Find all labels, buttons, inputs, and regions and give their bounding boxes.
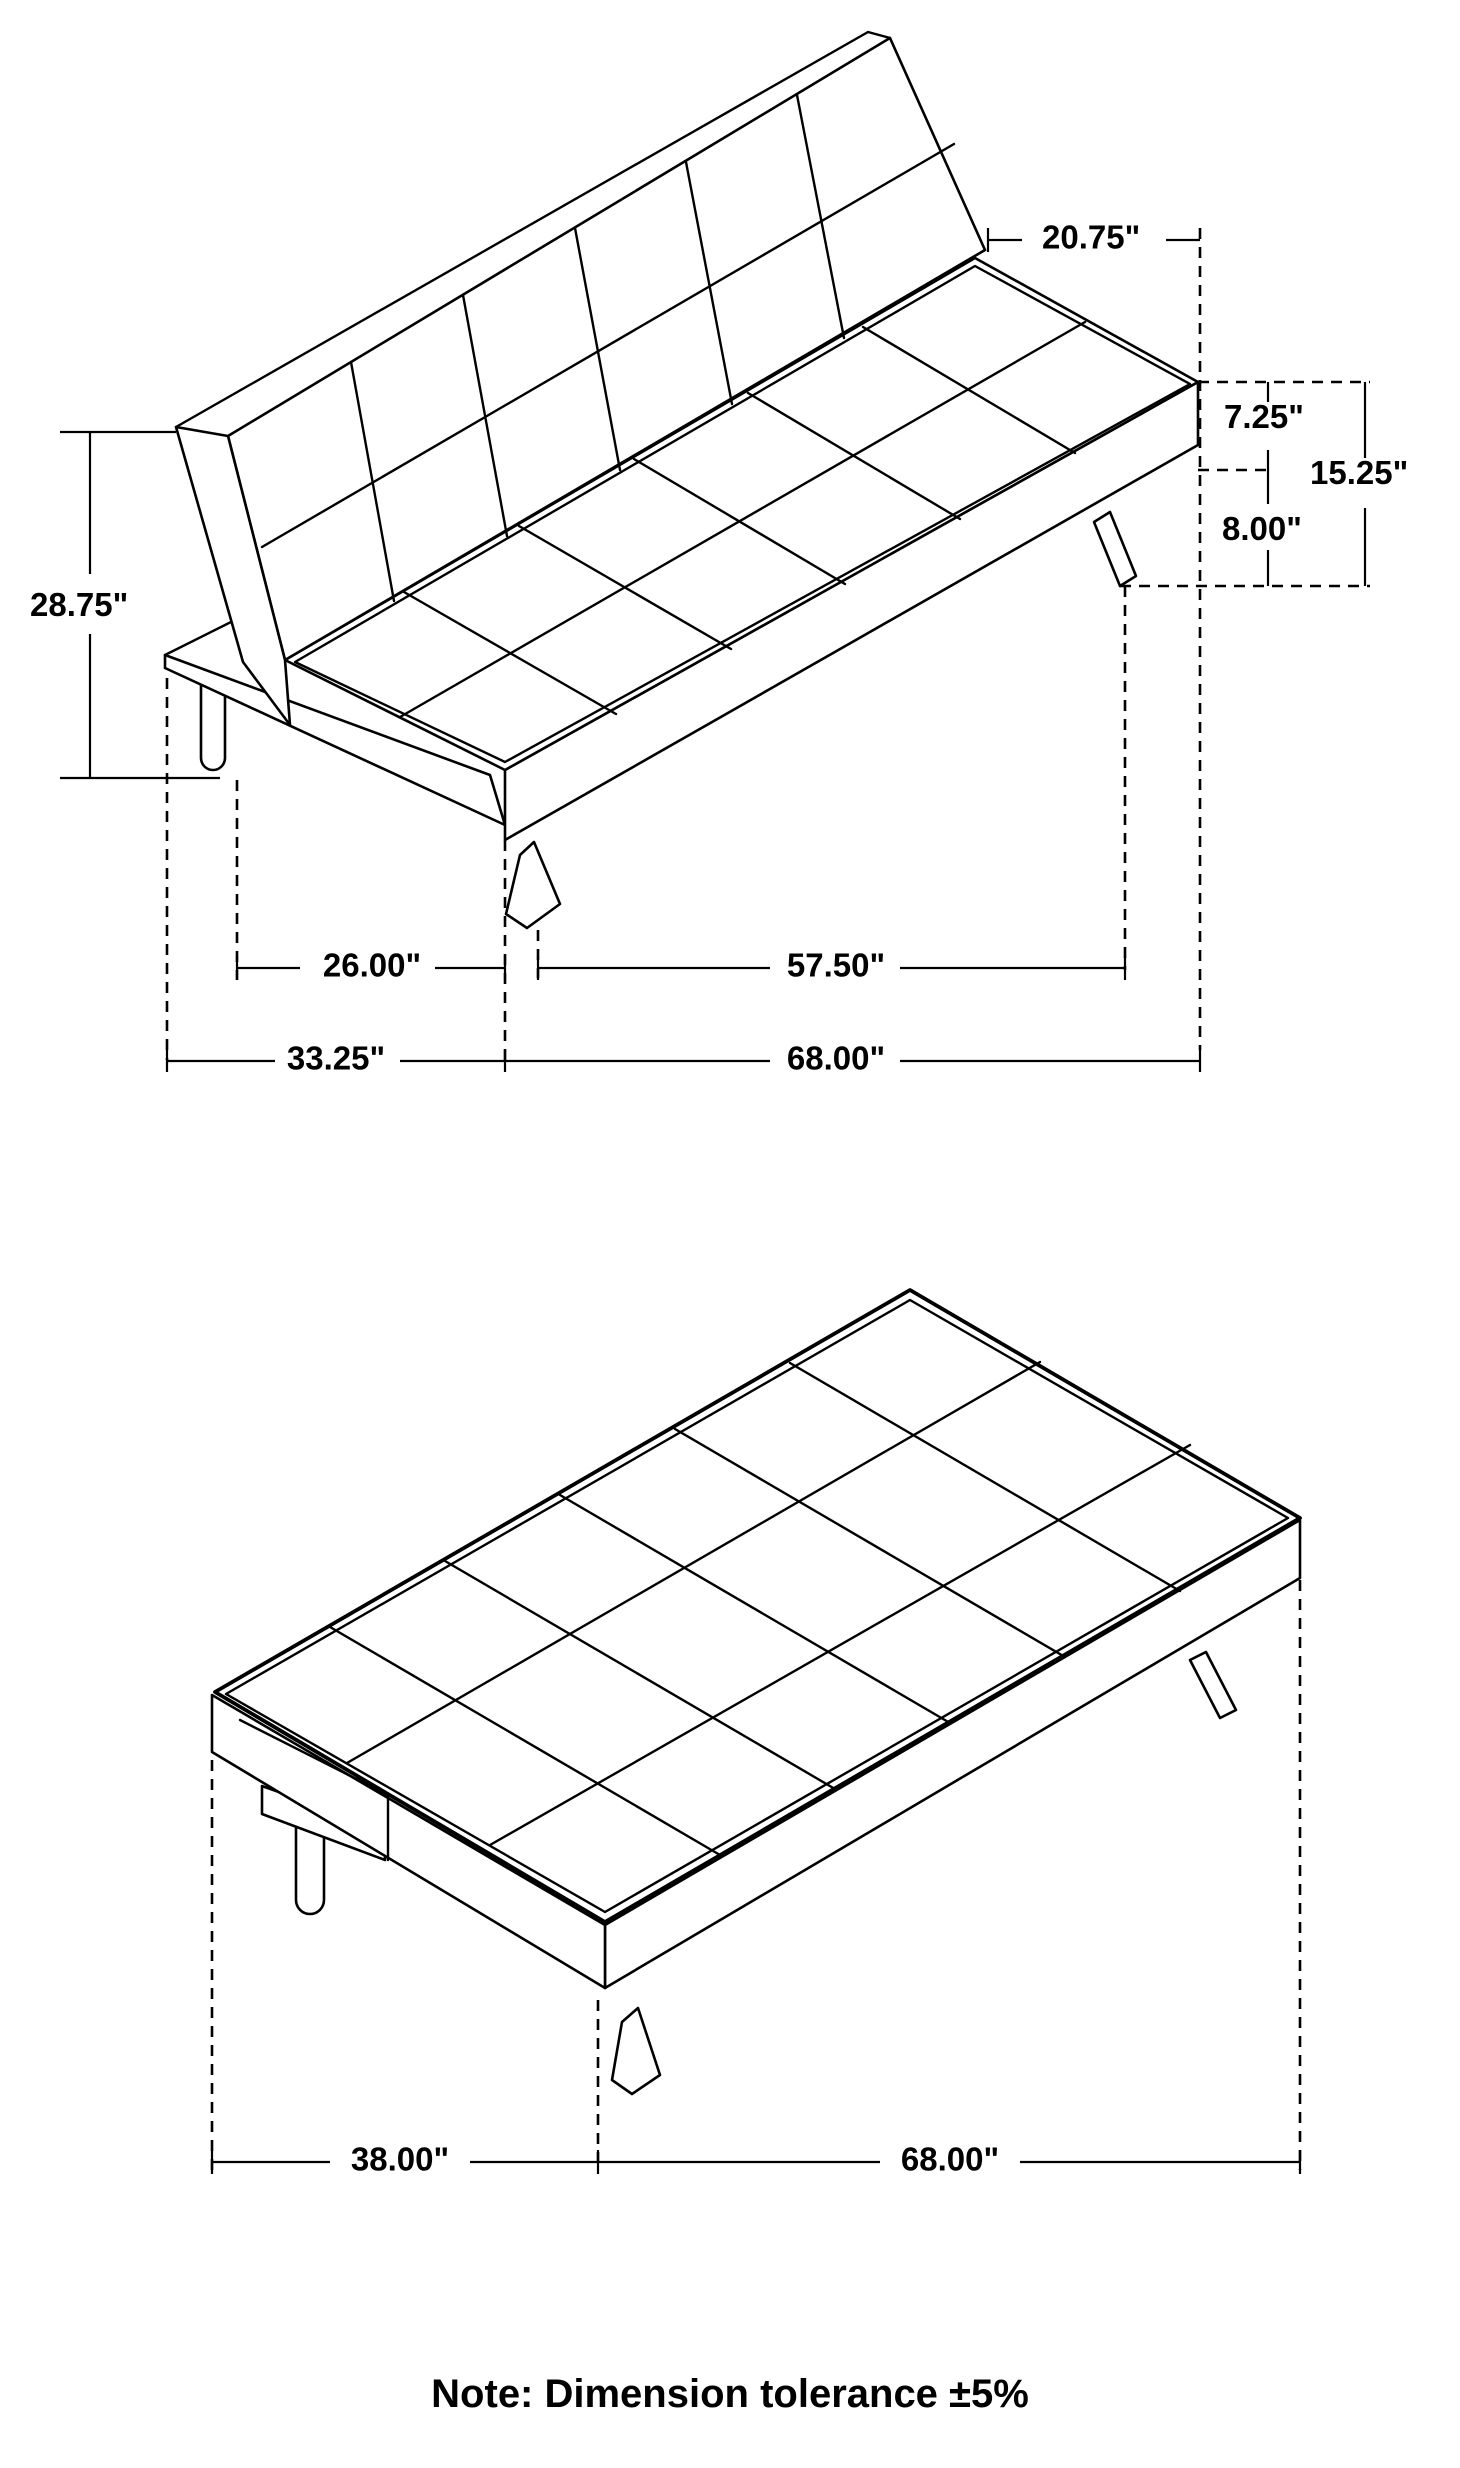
bed-leg-back-right	[1188, 1650, 1238, 1720]
label-overall-height: 28.75"	[30, 586, 128, 623]
sofa-leg-front	[504, 840, 562, 930]
label-overall-depth: 33.25"	[287, 1040, 385, 1077]
flat-dimension-lines	[210, 1580, 1302, 2174]
bed-leg-left	[294, 1820, 326, 1916]
label-bed-width: 68.00"	[901, 2141, 999, 2178]
sofa-leg-back-left	[199, 682, 227, 772]
seat-tufting	[398, 320, 1087, 719]
label-bed-depth: 38.00"	[351, 2141, 449, 2178]
label-leg-height: 8.00"	[1222, 510, 1302, 547]
upright-dimension-lines	[60, 228, 1370, 1072]
sofa-flat-illustration	[210, 1288, 1302, 2096]
bed-top-surface	[213, 1288, 1302, 1924]
label-leg-span-depth: 26.00"	[323, 947, 421, 984]
label-seat-cushion: 7.25"	[1224, 398, 1304, 435]
backrest-tufting	[260, 93, 956, 603]
label-leg-span-width: 57.50"	[787, 947, 885, 984]
bed-left-face	[210, 1693, 607, 1990]
bed-tufting	[328, 1360, 1192, 1857]
bed-leg-front	[610, 2006, 662, 2096]
label-arm-depth: 20.75"	[1042, 219, 1140, 256]
label-seat-height-total: 15.25"	[1310, 454, 1408, 491]
sofa-leg-back-right	[1092, 510, 1138, 588]
sofa-upright-illustration	[163, 30, 1200, 930]
label-overall-width: 68.00"	[787, 1040, 885, 1077]
sofa-backrest-side	[174, 425, 292, 727]
tolerance-note: Note: Dimension tolerance ±5%	[431, 2372, 1029, 2416]
